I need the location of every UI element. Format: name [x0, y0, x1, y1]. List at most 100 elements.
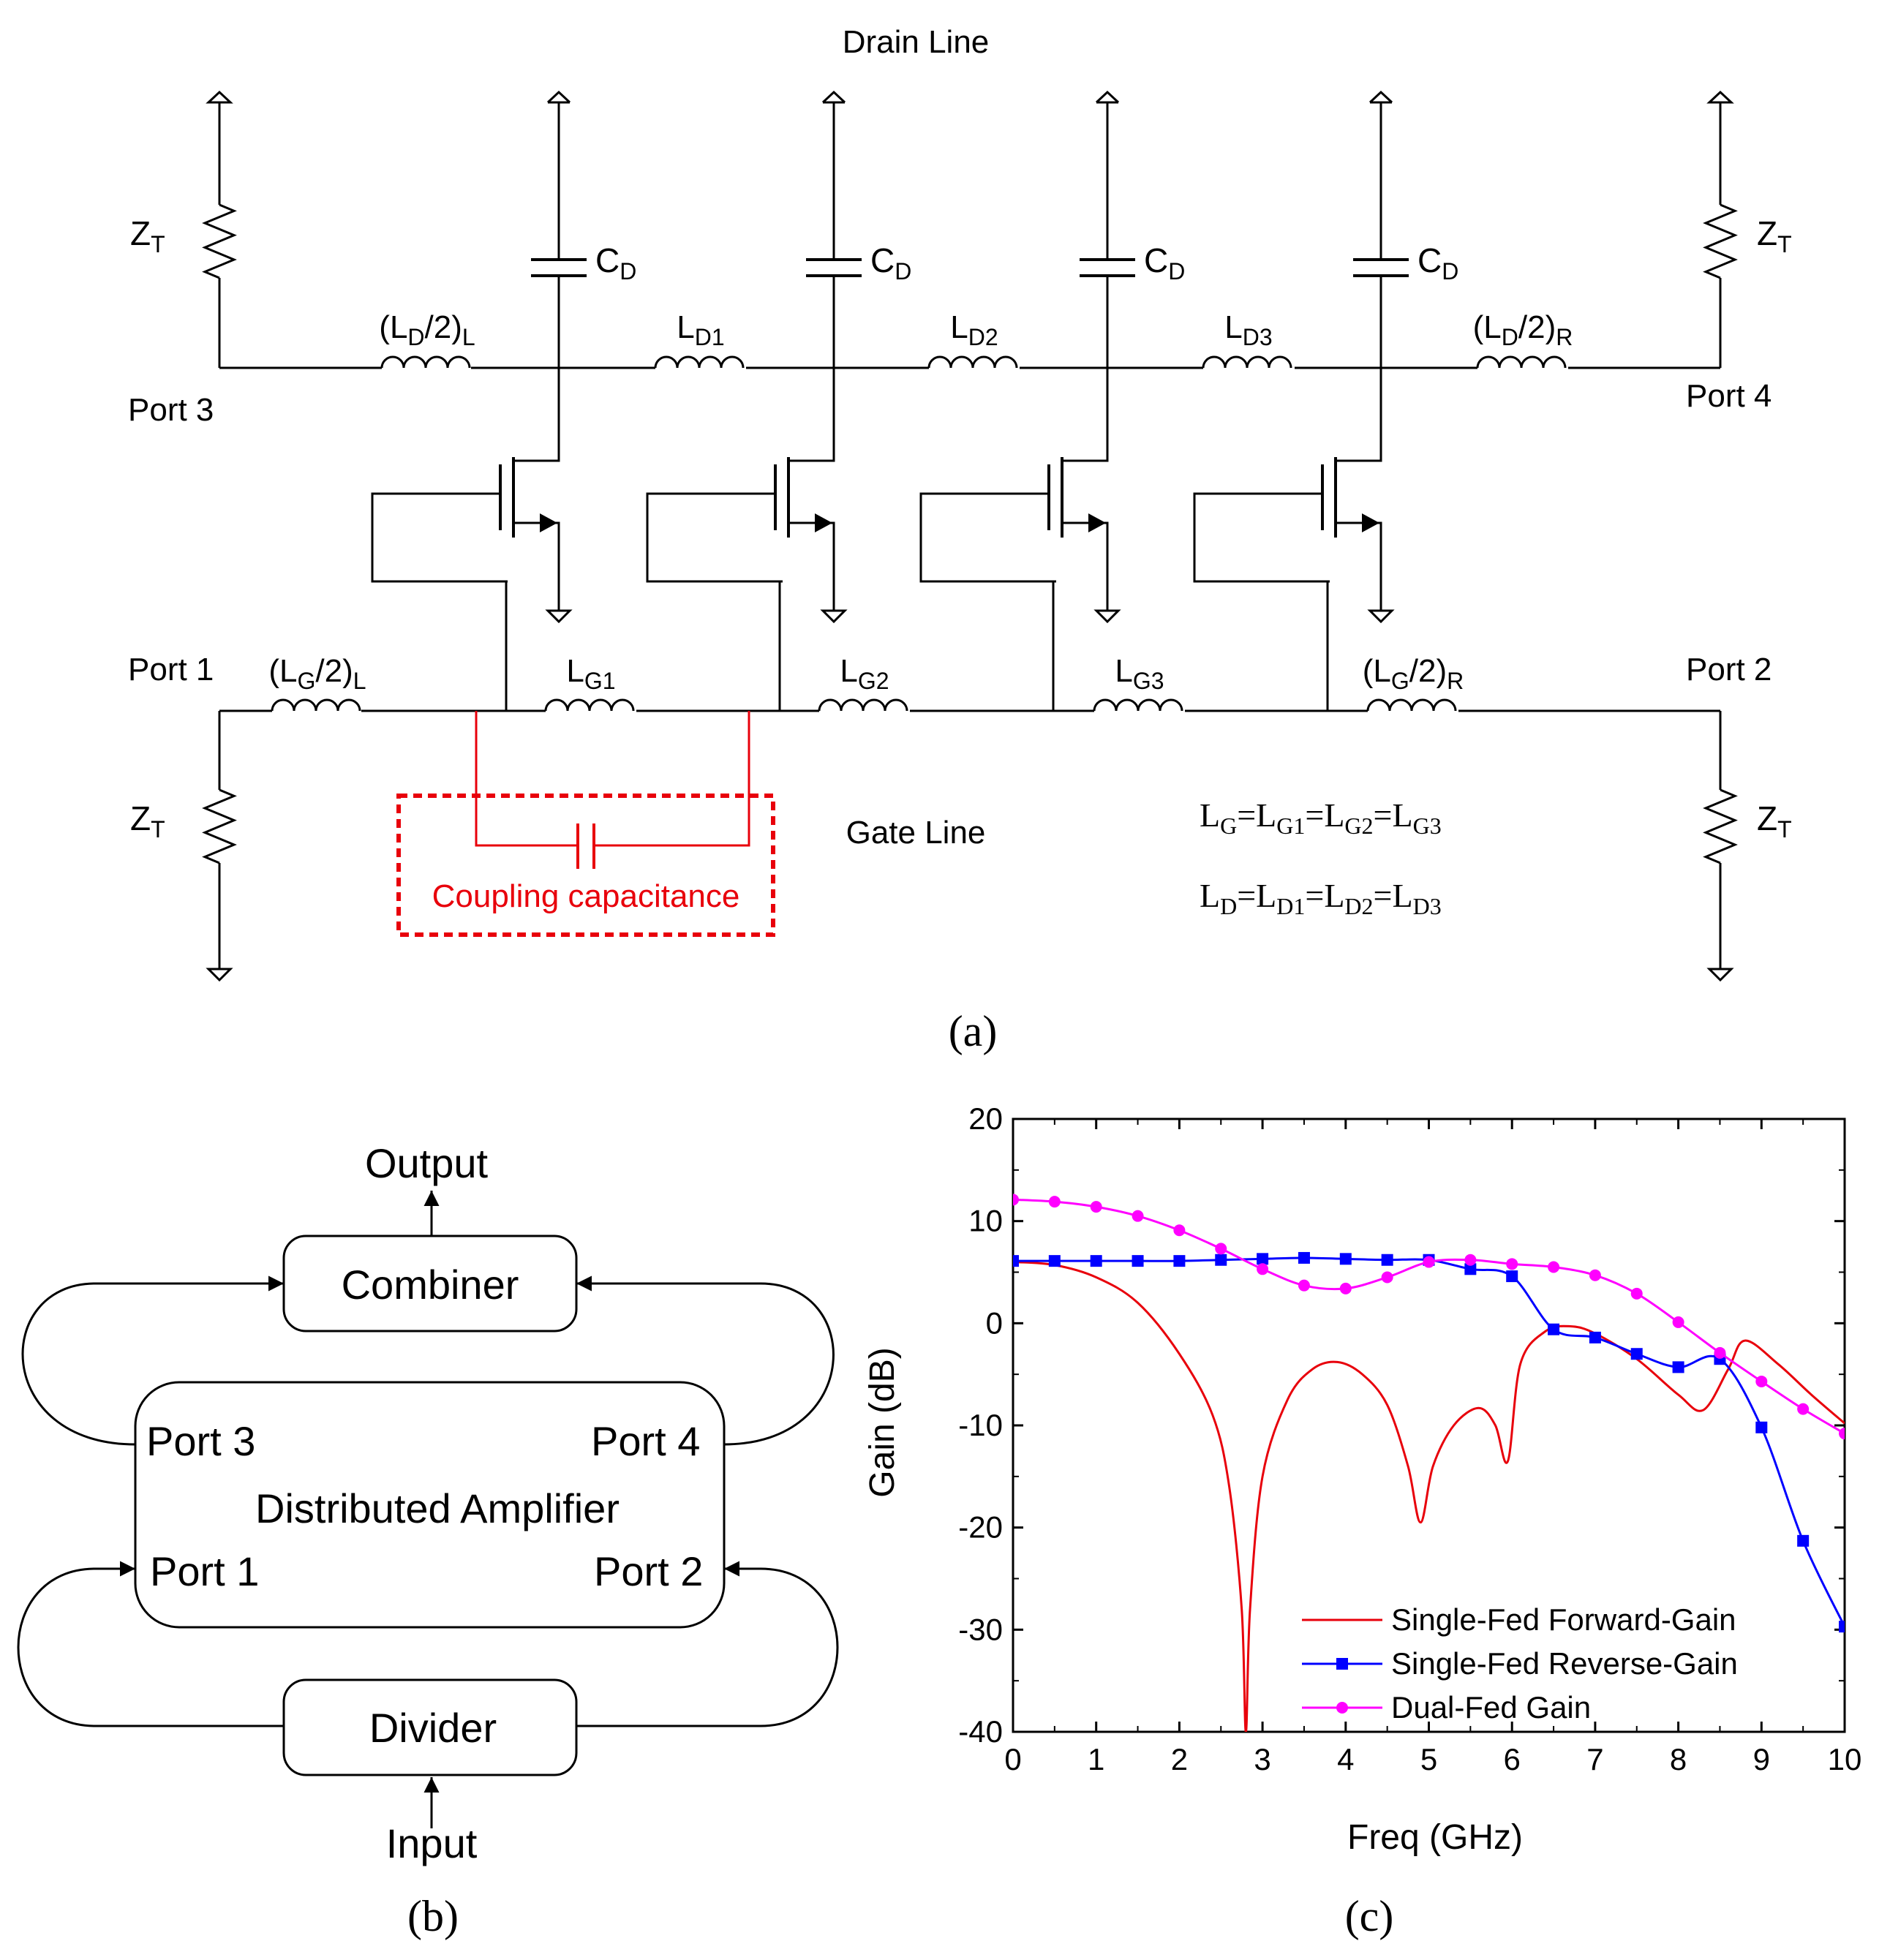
data-point — [1672, 1361, 1684, 1373]
y-axis-label: Gain (dB) — [863, 1347, 902, 1497]
data-point — [1298, 1251, 1310, 1264]
gate-inductor — [271, 698, 361, 712]
data-point — [1548, 1323, 1560, 1335]
port1-label: Port 1 — [128, 652, 214, 687]
data-point — [1755, 1375, 1768, 1387]
drain-inductor-label: (LD/2)L — [379, 309, 475, 350]
coupling-label: Coupling capacitance — [432, 878, 740, 914]
data-point — [1630, 1287, 1643, 1300]
legend-label: Single-Fed Forward-Gain — [1391, 1602, 1736, 1637]
data-point — [1173, 1255, 1186, 1267]
drain-inductor-label: LD3 — [1224, 309, 1272, 350]
data-point — [1423, 1256, 1435, 1268]
data-point — [1048, 1255, 1061, 1267]
data-point — [1339, 1282, 1352, 1294]
data-point — [1506, 1270, 1518, 1283]
series-0 — [1013, 1261, 1845, 1732]
x-tick-label: 0 — [1004, 1742, 1021, 1776]
drain-capacitor-label: CD — [595, 241, 636, 284]
transistor-stage: CD — [919, 90, 1185, 711]
data-point — [1215, 1243, 1227, 1255]
legend-entry: Single-Fed Reverse-Gain — [1302, 1646, 1738, 1681]
termination-label: ZT — [130, 799, 165, 843]
legend-entry: Single-Fed Forward-Gain — [1302, 1602, 1736, 1637]
drain-capacitor-label: CD — [870, 241, 911, 284]
drain-line-label: Drain Line — [843, 24, 990, 60]
data-point — [1839, 1428, 1845, 1440]
data-point — [1839, 1621, 1845, 1633]
legend-label: Single-Fed Reverse-Gain — [1391, 1646, 1738, 1681]
termination-label: ZT — [1757, 214, 1792, 257]
y-tick-label: -20 — [958, 1510, 1003, 1545]
divider-block — [282, 1678, 578, 1776]
data-point — [1090, 1201, 1102, 1213]
x-tick-label: 9 — [1753, 1742, 1770, 1776]
gate-line-label: Gate Line — [846, 815, 986, 851]
data-point — [1298, 1279, 1310, 1292]
termination-port3: ZT — [130, 90, 237, 368]
divider-label: Divider — [369, 1705, 497, 1751]
data-point — [1215, 1254, 1227, 1266]
data-point — [1013, 1194, 1019, 1206]
data-point — [1797, 1534, 1810, 1547]
legend-entry: Dual-Fed Gain — [1302, 1690, 1591, 1725]
port3-label: Port 3 — [128, 392, 214, 428]
data-point — [1048, 1196, 1061, 1208]
data-point — [1464, 1263, 1477, 1275]
block-port1: Port 1 — [150, 1548, 259, 1594]
terminations: ZT ZT ZT ZT — [130, 90, 1792, 982]
x-tick-label: 4 — [1337, 1742, 1354, 1776]
port2-label: Port 2 — [1686, 652, 1772, 687]
data-point — [1506, 1258, 1518, 1270]
x-tick-label: 3 — [1254, 1742, 1270, 1776]
gate-inductor — [818, 698, 908, 712]
data-point — [1132, 1210, 1144, 1222]
data-point — [1755, 1421, 1768, 1433]
drain-inductor — [1476, 355, 1567, 369]
transistor-stage: CD — [371, 90, 636, 711]
x-tick-label: 7 — [1586, 1742, 1603, 1776]
data-point — [1797, 1403, 1810, 1415]
gate-inductor-label: LG1 — [566, 653, 615, 694]
block-port2: Port 2 — [594, 1548, 703, 1594]
block-diagram: Output Combiner Distributed Amplifier Po… — [17, 1140, 839, 1940]
termination-label: ZT — [1757, 799, 1792, 843]
data-point — [1173, 1224, 1186, 1237]
data-point — [1339, 1253, 1352, 1265]
series-line — [1013, 1261, 1845, 1732]
amplifier-label: Distributed Amplifier — [255, 1485, 620, 1531]
gate-inductor-label: (LG/2)L — [268, 653, 366, 694]
y-tick-label: 20 — [968, 1101, 1003, 1136]
data-point — [1090, 1255, 1102, 1267]
caption-b: (b) — [407, 1892, 459, 1940]
series-line — [1013, 1198, 1845, 1435]
termination-port2: ZT — [1703, 711, 1792, 982]
chart-series — [1013, 1194, 1845, 1732]
input-label: Input — [386, 1820, 478, 1866]
data-point — [1714, 1346, 1726, 1359]
data-point — [1013, 1255, 1019, 1267]
transistor-stage: CD — [646, 90, 911, 711]
y-tick-label: -40 — [958, 1714, 1003, 1749]
data-point — [1672, 1316, 1684, 1328]
x-tick-label: 2 — [1171, 1742, 1188, 1776]
y-tick-label: 10 — [968, 1204, 1003, 1238]
x-tick-label: 10 — [1828, 1742, 1862, 1776]
data-point — [1589, 1269, 1601, 1281]
gate-inductor — [1366, 698, 1457, 712]
amplifier-block — [134, 1381, 726, 1629]
x-tick-label: 5 — [1420, 1742, 1437, 1776]
data-point — [1630, 1348, 1643, 1360]
data-point — [1464, 1254, 1477, 1266]
data-point — [1257, 1253, 1269, 1265]
coupling-capacitance: Coupling capacitance — [396, 711, 775, 937]
data-point — [1381, 1271, 1393, 1284]
legend-label: Dual-Fed Gain — [1391, 1690, 1591, 1725]
gate-equation: LG=LG1=LG2=LG3 — [1200, 796, 1442, 839]
series-line — [1013, 1256, 1845, 1627]
output-label: Output — [365, 1140, 489, 1186]
gate-inductor-label: LG3 — [1115, 653, 1164, 694]
